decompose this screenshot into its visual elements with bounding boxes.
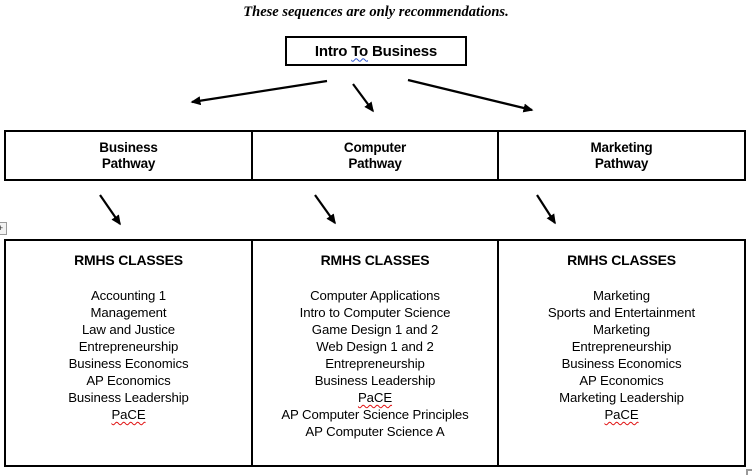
intro-box-label-pre: Intro [314,42,352,60]
course-item: Business Economics [68,356,189,371]
pathway-label-line1: Marketing [590,139,653,155]
course-item: Accounting 1 [90,288,167,303]
arrow-intro-to-business-pathway [190,79,328,106]
page-title: These sequences are only recommendations… [243,4,509,20]
course-item: Management [90,305,167,320]
arrow-intro-to-marketing-pathway [407,78,534,113]
course-item: AP Economics [579,373,664,388]
course-item: Entrepreneurship [78,339,179,354]
classes-heading: RMHS CLASSES [567,252,676,268]
pathway-label-line2: Pathway [594,155,649,171]
course-item: Business Leadership [68,390,189,405]
pathway-label-line1: Computer [343,139,407,155]
pathway-label-line2: Pathway [348,155,402,171]
course-item: Marketing [592,322,650,337]
course-item: PaCE [357,390,393,405]
course-item: AP Computer Science Principles [281,407,469,422]
pathway-label-line2: Pathway [101,155,156,171]
pathway-label-line1: Business [99,139,158,155]
arrow-business-pathway-to-classes [99,194,121,226]
course-item: AP Economics [86,373,171,388]
arrow-marketing-pathway-to-classes [536,194,556,225]
course-item: Entrepreneurship [325,356,425,371]
intro-to-business-box: Intro To Business [285,36,467,66]
course-item: PaCE [111,407,146,422]
course-item: Business Economics [561,356,682,371]
classes-heading: RMHS CLASSES [320,252,430,268]
pathway-cell-business: Business Pathway [6,132,251,179]
course-item: Web Design 1 and 2 [316,339,434,354]
course-item: Sports and Entertainment [547,305,696,320]
pathway-cell-computer: Computer Pathway [251,132,497,179]
course-item: Business Leadership [314,373,436,388]
course-item: Marketing Leadership [559,390,684,405]
course-item: Intro to Computer Science [299,305,451,320]
pathway-cell-marketing: Marketing Pathway [497,132,744,179]
arrow-intro-to-computer-pathway [352,83,374,113]
arrow-computer-pathway-to-classes [314,194,336,225]
course-item: Computer Applications [310,288,440,303]
course-item: Game Design 1 and 2 [311,322,439,337]
course-item: Law and Justice [81,322,176,337]
course-item: Marketing [592,288,650,303]
pathway-header-row: Business Pathway Computer Pathway Market… [4,130,746,181]
course-item: AP Computer Science A [305,424,445,439]
classes-heading: RMHS CLASSES [74,252,183,268]
table-move-handle[interactable]: + [0,222,7,235]
intro-box-label-post: Business [368,42,438,60]
course-item: Entrepreneurship [571,339,672,354]
table-resize-handle[interactable] [746,469,752,475]
grammar-flagged-word: To [351,42,369,60]
course-item: PaCE [604,407,639,422]
